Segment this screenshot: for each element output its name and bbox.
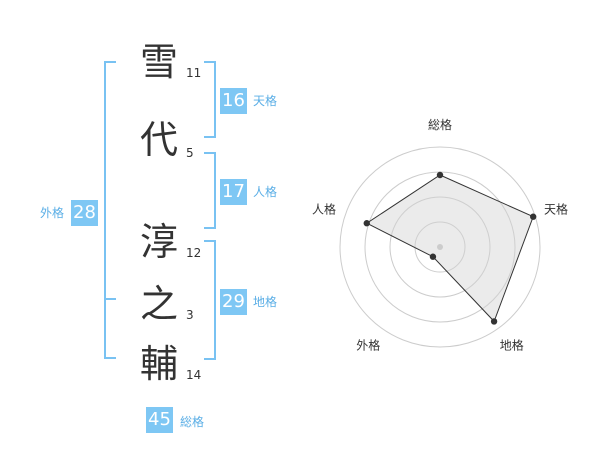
- radar-axis-label-2: 天格: [544, 201, 568, 216]
- gaikaku-badge: 28: [71, 200, 98, 226]
- radar-axis-label-3: 地格: [500, 338, 524, 353]
- radar-axis-label-4: 外格: [356, 338, 380, 353]
- radar-axis-label-5: 人格: [312, 201, 336, 216]
- jinkaku-label: 人格: [253, 185, 278, 199]
- radar-ring-2: [389, 196, 491, 298]
- radar-data-polygon: [365, 174, 534, 323]
- radar-ring-1: [414, 221, 466, 273]
- name-char-1: 雪: [140, 40, 179, 84]
- tenkaku-badge: 16: [220, 88, 247, 114]
- chikaku-bracket: [204, 240, 216, 360]
- radar-point-1: [436, 171, 444, 179]
- tenkaku-bracket: [204, 61, 216, 138]
- radar-center-dot: [437, 244, 443, 250]
- name-char-3: 淳: [140, 220, 179, 264]
- gaikaku-label: 外格: [40, 206, 65, 220]
- stroke-count-2: 5: [186, 146, 194, 160]
- radar-axis-label-1: 総格: [428, 117, 452, 132]
- stroke-count-3: 12: [186, 246, 202, 260]
- radar-point-5: [363, 220, 370, 227]
- radar-point-4: [429, 253, 437, 260]
- jinkaku-bracket: [204, 152, 216, 229]
- radar-point-3: [490, 318, 498, 325]
- chikaku-badge: 29: [220, 289, 247, 315]
- tenkaku-label: 天格: [253, 94, 278, 108]
- gaikaku-bracket-tick: [104, 298, 116, 300]
- soukaku-label: 総格: [180, 415, 205, 429]
- name-char-5: 輔: [140, 342, 179, 386]
- gaikaku-bracket: [104, 61, 116, 359]
- name-char-2: 代: [140, 118, 179, 162]
- name-char-4: 之: [140, 282, 179, 326]
- stroke-count-5: 14: [186, 368, 202, 382]
- jinkaku-badge: 17: [220, 179, 247, 205]
- chikaku-label: 地格: [253, 295, 278, 309]
- stroke-count-1: 11: [186, 66, 202, 80]
- stroke-count-4: 3: [186, 308, 194, 322]
- radar-point-2: [530, 213, 537, 220]
- soukaku-badge: 45: [146, 407, 173, 433]
